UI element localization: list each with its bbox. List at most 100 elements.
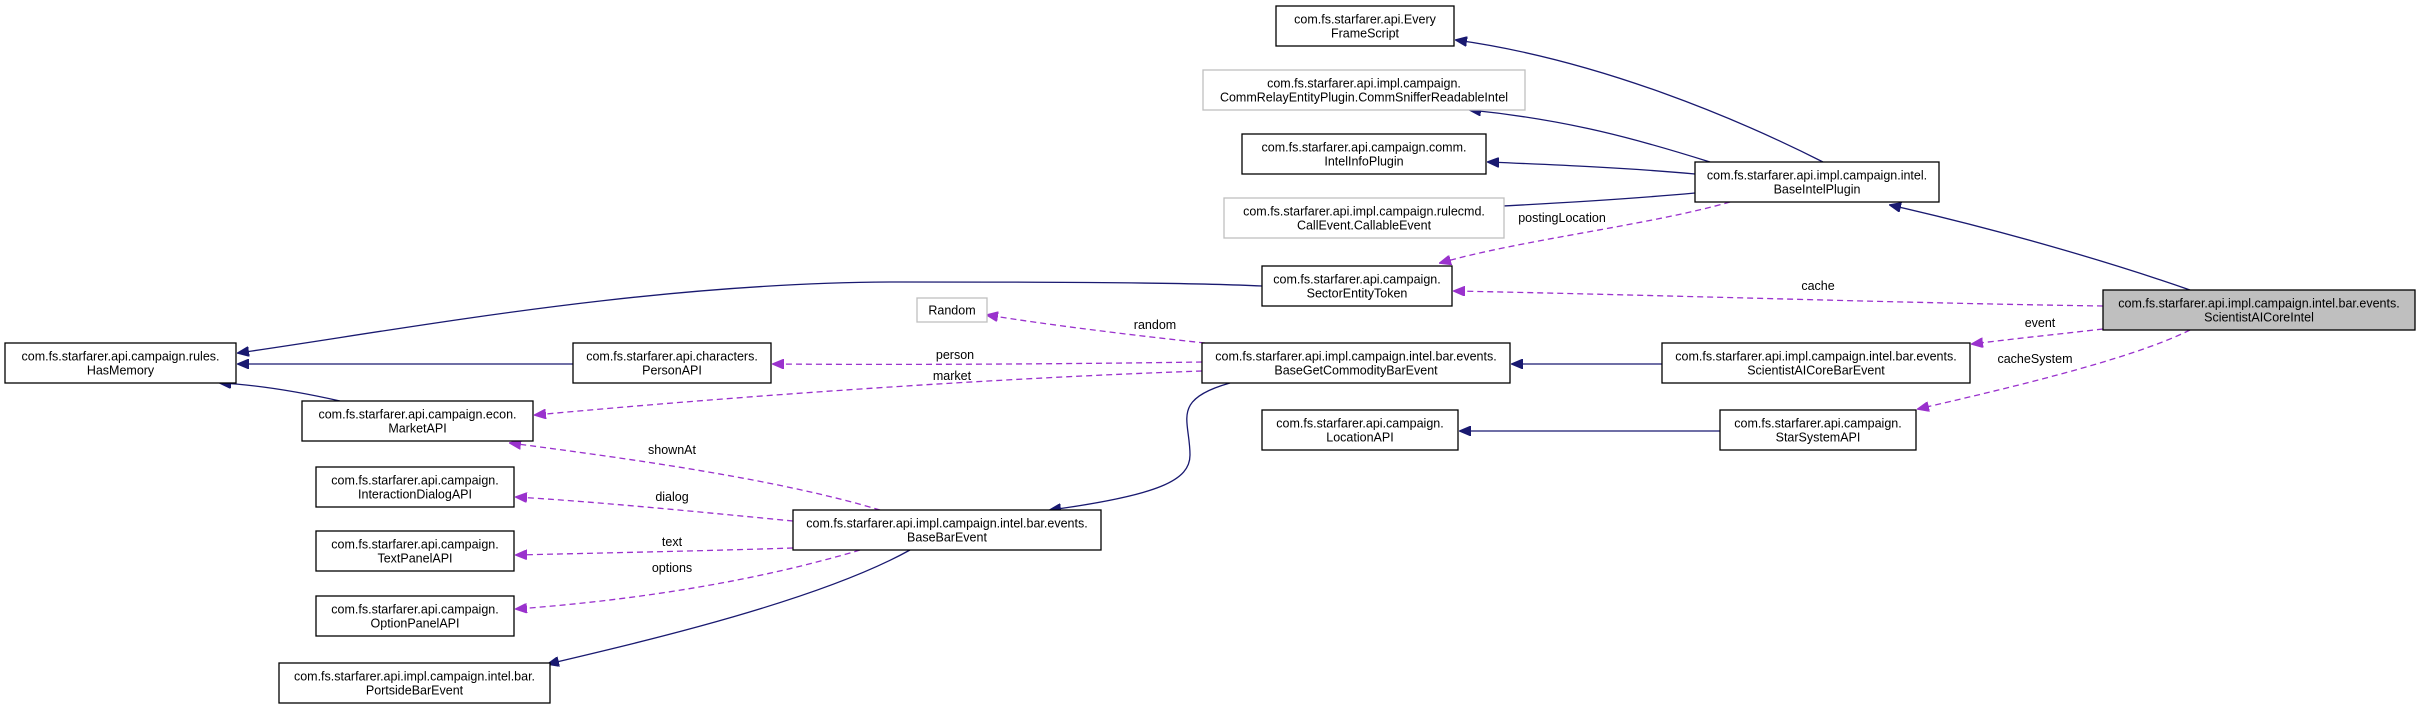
class-name-line: com.fs.starfarer.api.impl.campaign.intel… [806,517,1087,531]
class-node-scientist-intel[interactable]: com.fs.starfarer.api.impl.campaign.intel… [2102,289,2416,331]
class-name-line: InteractionDialogAPI [358,488,472,502]
class-name-line: SectorEntityToken [1307,287,1408,301]
inheritance-edge-market-api-to-has-memory [220,383,341,402]
class-node-base-get-commodity[interactable]: com.fs.starfarer.api.impl.campaign.intel… [1201,342,1511,384]
class-box [1223,197,1505,239]
edge-label-person: person [936,348,974,362]
class-node-callable-event: com.fs.starfarer.api.impl.campaign.rulec… [1223,197,1505,239]
class-name-line: com.fs.starfarer.api.impl.campaign.intel… [294,670,535,684]
class-node-text-panel[interactable]: com.fs.starfarer.api.campaign.TextPanelA… [315,530,515,572]
edge-label-dialog: dialog [655,490,688,504]
class-name-line: com.fs.starfarer.api.Every [1294,13,1436,27]
class-node-base-bar-event[interactable]: com.fs.starfarer.api.impl.campaign.intel… [792,509,1102,551]
class-box [315,595,515,637]
class-name-line: CommRelayEntityPlugin.CommSnifferReadabl… [1220,91,1508,105]
class-box [1202,69,1526,111]
edge-label-cachesystem: cacheSystem [1997,352,2072,366]
class-name-line: com.fs.starfarer.api.impl.campaign.intel… [2118,297,2399,311]
class-box [1241,133,1487,175]
class-node-person-api[interactable]: com.fs.starfarer.api.characters.PersonAP… [572,342,772,384]
class-name-line: StarSystemAPI [1776,431,1861,445]
class-name-line: LocationAPI [1326,431,1393,445]
class-name-line: BaseIntelPlugin [1774,183,1861,197]
class-node-has-memory[interactable]: com.fs.starfarer.api.campaign.rules.HasM… [4,342,237,384]
class-name-line: CallEvent.CallableEvent [1297,219,1432,233]
class-name-line: BaseGetCommodityBarEvent [1274,364,1438,378]
class-name-line: com.fs.starfarer.api.impl.campaign. [1267,77,1461,91]
class-box [792,509,1102,551]
class-node-option-panel[interactable]: com.fs.starfarer.api.campaign.OptionPane… [315,595,515,637]
class-name-line: com.fs.starfarer.api.characters. [586,350,758,364]
edge-label-options: options [652,561,692,575]
edge-label-random: random [1134,318,1176,332]
class-name-line: com.fs.starfarer.api.impl.campaign.intel… [1215,350,1496,364]
class-box [1261,409,1459,451]
class-node-location-api[interactable]: com.fs.starfarer.api.campaign.LocationAP… [1261,409,1459,451]
edge-label-market: market [933,369,972,383]
class-box [1261,265,1453,307]
class-box [572,342,772,384]
class-name-line: com.fs.starfarer.api.campaign. [331,603,498,617]
inheritance-edge-base-intel-plugin-to-comm-sniffer [1470,110,1711,163]
inheritance-edge-sector-entity-token-to-has-memory [238,281,1263,353]
class-name-line: HasMemory [87,364,155,378]
class-node-scientist-bar-event[interactable]: com.fs.starfarer.api.impl.campaign.intel… [1661,342,1971,384]
class-node-comm-sniffer: com.fs.starfarer.api.impl.campaign.CommR… [1202,69,1526,111]
class-box [2102,289,2416,331]
edge-label-postinglocation: postingLocation [1518,211,1606,225]
class-box [1275,5,1455,47]
class-box [916,297,988,323]
class-node-portside-bar-event[interactable]: com.fs.starfarer.api.impl.campaign.intel… [278,662,551,704]
class-box [1201,342,1511,384]
class-box [1661,342,1971,384]
edge-label-text: text [662,535,683,549]
class-node-base-intel-plugin[interactable]: com.fs.starfarer.api.impl.campaign.intel… [1694,161,1940,203]
class-name-line: com.fs.starfarer.api.campaign. [1276,417,1443,431]
class-name-line: com.fs.starfarer.api.campaign. [1273,273,1440,287]
usage-edge-scientist-intel-to-scientist-bar-event [1972,328,2104,344]
inheritance-edge-base-intel-plugin-to-every-frame-script [1456,40,1824,163]
inheritance-edge-base-intel-plugin-to-intel-info-plugin [1488,162,1696,175]
edge-label-cache: cache [1801,279,1834,293]
class-name-line: BaseBarEvent [907,531,987,545]
class-name-line: ScientistAICoreIntel [2204,311,2314,325]
class-box [315,530,515,572]
class-node-interaction-dialog[interactable]: com.fs.starfarer.api.campaign.Interactio… [315,466,515,508]
class-name-line: MarketAPI [388,422,446,436]
usage-edge-base-get-commodity-to-random [987,315,1206,344]
edge-label-event: event [2025,316,2056,330]
class-box [4,342,237,384]
class-name-line: IntelInfoPlugin [1324,155,1403,169]
class-box [1719,409,1917,451]
class-name-line: ScientistAICoreBarEvent [1747,364,1885,378]
usage-edge-scientist-intel-to-star-system-api [1918,329,2191,409]
class-name-line: Random [928,304,975,318]
inheritance-edge-scientist-intel-to-base-intel-plugin [1890,205,2191,291]
class-name-line: com.fs.starfarer.api.impl.campaign.intel… [1675,350,1956,364]
class-name-line: com.fs.starfarer.api.campaign.econ. [318,408,516,422]
inheritance-edge-base-bar-event-to-portside-bar-event [548,549,911,664]
class-name-line: FrameScript [1331,27,1400,41]
class-node-star-system-api[interactable]: com.fs.starfarer.api.campaign.StarSystem… [1719,409,1917,451]
class-name-line: com.fs.starfarer.api.impl.campaign.rulec… [1243,205,1485,219]
class-name-line: PersonAPI [642,364,702,378]
class-node-intel-info-plugin[interactable]: com.fs.starfarer.api.campaign.comm.Intel… [1241,133,1487,175]
usage-edge-base-get-commodity-to-market-api [535,370,1203,415]
class-node-market-api[interactable]: com.fs.starfarer.api.campaign.econ.Marke… [301,400,534,442]
usage-edge-base-bar-event-to-option-panel [516,549,861,609]
class-box [278,662,551,704]
class-name-line: TextPanelAPI [377,552,452,566]
class-name-line: com.fs.starfarer.api.campaign. [1734,417,1901,431]
usage-edge-scientist-intel-to-sector-entity-token [1454,291,2104,307]
class-node-random: Random [916,297,988,323]
class-box [315,466,515,508]
class-node-sector-entity-token[interactable]: com.fs.starfarer.api.campaign.SectorEnti… [1261,265,1453,307]
edge-label-shownat: shownAt [648,443,696,457]
class-box [1694,161,1940,203]
inheritance-edge-base-get-commodity-to-base-bar-event [1050,382,1231,510]
usage-edge-base-get-commodity-to-person-api [773,362,1203,364]
usage-edge-base-bar-event-to-text-panel [516,547,794,555]
class-name-line: OptionPanelAPI [371,617,460,631]
